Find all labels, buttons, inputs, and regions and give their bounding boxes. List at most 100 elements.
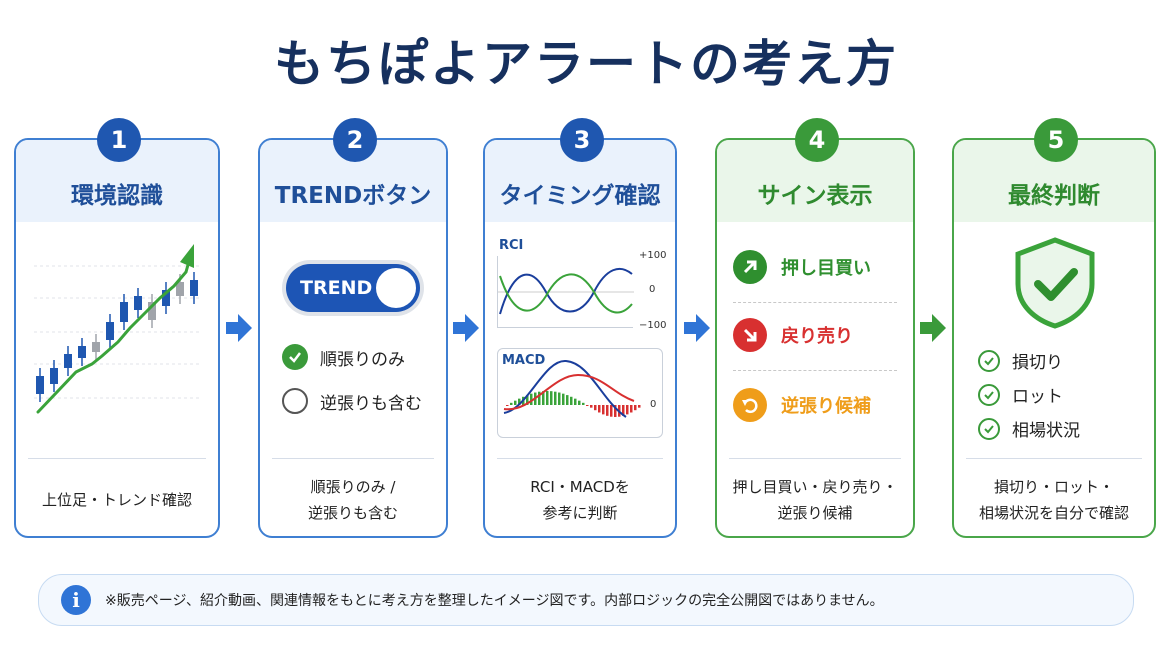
card-divider [28, 458, 206, 459]
macd-label: MACD [502, 353, 546, 368]
check-item-lot: ロット [978, 382, 1063, 407]
histogram-bar [510, 402, 513, 405]
step-number-badge: 1 [97, 118, 141, 162]
rotate-icon [733, 388, 767, 422]
step-caption: 押し目買い・戻り売り・ 逆張り候補 [717, 470, 913, 530]
step-card-2: TRENDボタン 2 TREND 順張りのみ 逆張りも含む 順張りのみ / 逆張… [258, 118, 448, 538]
card-header: 最終判断 [954, 140, 1154, 222]
signal-list: 押し目買い 戻り売り 逆張り候補 [717, 222, 913, 458]
macd-chart: MACD 0 [497, 348, 663, 438]
histogram-bar [634, 405, 637, 411]
caption-line: 逆張りも含む [307, 504, 398, 522]
step-title: タイミング確認 [499, 183, 661, 209]
card-header: タイミング確認 [485, 140, 675, 222]
checked-circle-icon [282, 344, 308, 370]
trend-toggle[interactable]: TREND [282, 260, 424, 316]
histogram-bar [546, 391, 549, 405]
arrow-up-right-icon [733, 250, 767, 284]
signal-buy-dip: 押し目買い [733, 250, 871, 284]
histogram-bar [570, 396, 573, 405]
histogram-bar [606, 405, 609, 416]
candle-body [120, 302, 128, 322]
step-caption: 損切り・ロット・ 相場状況を自分で確認 [954, 470, 1154, 530]
dashed-divider [733, 370, 897, 371]
step-title: サイン表示 [757, 183, 873, 209]
candle-body [92, 342, 100, 352]
histogram-bar [574, 398, 577, 405]
option-label: 順張りのみ [320, 349, 405, 370]
histogram-bar [550, 391, 553, 405]
histogram-bar [542, 391, 545, 405]
caption-line: 押し目買い・戻り売り・ [732, 478, 898, 496]
step-number-badge: 5 [1034, 118, 1078, 162]
step-title: 最終判断 [1008, 183, 1100, 209]
check-item-market: 相場状況 [978, 416, 1080, 441]
histogram-bar [594, 405, 597, 411]
histogram-bar [554, 391, 557, 405]
histogram-bar [526, 395, 529, 405]
step-card-4: サイン表示 4 押し目買い 戻り売り 逆張り候補 押し目買い・戻り売り・ 逆張り… [715, 118, 915, 538]
step-card-3: タイミング確認 3 RCI +100 0 −100 MACD 0 RCI・MAC… [483, 118, 677, 538]
candle-body [134, 296, 142, 310]
candle-body [36, 376, 44, 394]
histogram-bar [598, 405, 601, 413]
histogram-bar [506, 405, 509, 406]
macd-zero-tick: 0 [650, 399, 657, 410]
signal-label: 戻り売り [781, 326, 853, 347]
histogram-bar [518, 398, 521, 405]
option-include-counter[interactable]: 逆張りも含む [282, 388, 422, 414]
empty-circle-icon [282, 388, 308, 414]
step-card-5: 最終判断 5 損切り ロット 相場状況 損切り・ロット・ 相場状況を自分で確認 [952, 118, 1156, 538]
histogram-bar [626, 405, 629, 415]
step-caption: 上位足・トレンド確認 [16, 470, 218, 530]
candle-body [78, 346, 86, 358]
candle-body [64, 354, 72, 368]
caption-line: 参考に判断 [542, 504, 618, 522]
rci-chart [497, 256, 634, 328]
page-title: もちぽよアラートの考え方 [274, 35, 898, 93]
step-caption: 順張りのみ / 逆張りも含む [260, 470, 446, 530]
caption-line: 順張りのみ / [310, 478, 396, 496]
check-circle-icon [978, 417, 1000, 440]
histogram-bar [614, 405, 617, 417]
check-item-stoploss: 損切り [978, 348, 1063, 373]
uptrend-chart-icon [34, 244, 202, 414]
signal-label: 逆張り候補 [781, 396, 871, 417]
candle-body [148, 302, 156, 320]
caption-line: RCI・MACDを [530, 478, 630, 496]
signal-label: 押し目買い [781, 258, 871, 279]
toggle-knob [376, 268, 416, 308]
indicator-panel: RCI +100 0 −100 MACD 0 [485, 222, 675, 458]
check-label: ロット [1012, 387, 1063, 407]
option-trend-only[interactable]: 順張りのみ [282, 344, 405, 370]
histogram-bar [566, 395, 569, 405]
histogram-bar [622, 405, 625, 416]
card-divider [272, 458, 434, 459]
final-check-panel: 損切り ロット 相場状況 [954, 222, 1154, 458]
histogram-bar [610, 405, 613, 417]
histogram-bar [602, 405, 605, 415]
step-caption: RCI・MACDを 参考に判断 [485, 470, 675, 530]
disclaimer-note: i ※販売ページ、紹介動画、関連情報をもとに考え方を整理したイメージ図です。内部… [38, 574, 1134, 626]
dashed-divider [733, 302, 897, 303]
signal-counter-candidate: 逆張り候補 [733, 388, 871, 422]
histogram-bar [586, 405, 589, 406]
check-circle-icon [978, 383, 1000, 406]
caption-line: 逆張り候補 [777, 504, 853, 522]
candle-body [50, 368, 58, 384]
candle-body [106, 322, 114, 340]
flow-arrow-icon [226, 314, 252, 342]
rci-label: RCI [499, 238, 524, 253]
check-circle-icon [978, 349, 1000, 372]
histogram-bar [562, 393, 565, 405]
card-divider [497, 458, 663, 459]
histogram-bar [590, 405, 593, 408]
toggle-label: TREND [300, 277, 373, 299]
card-divider [729, 458, 901, 459]
histogram-bar [558, 392, 561, 405]
candle-body [162, 290, 170, 306]
caption-line: 上位足・トレンド確認 [41, 491, 192, 509]
flow-arrow-icon [920, 314, 946, 342]
rci-tick: 0 [649, 284, 656, 295]
candle-body [190, 280, 198, 296]
